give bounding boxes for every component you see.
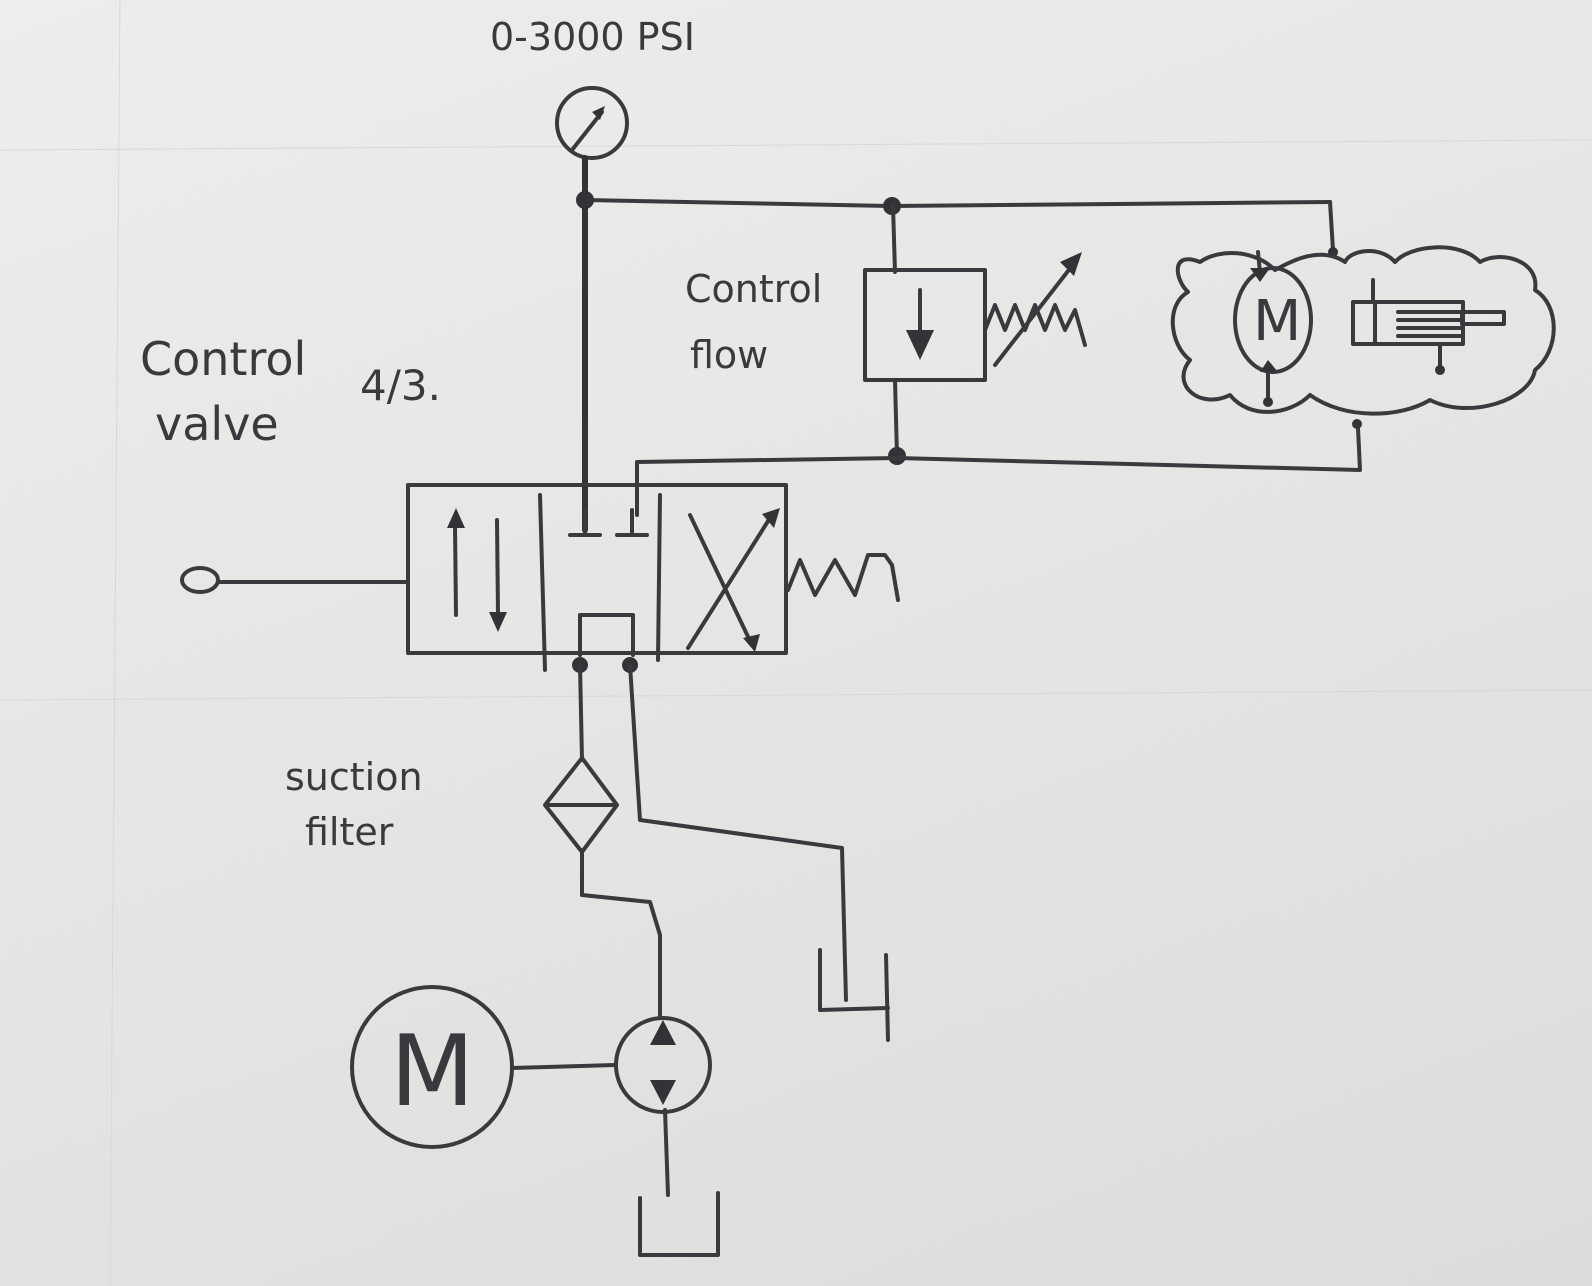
suction-filter — [543, 756, 619, 854]
valve-bottom-lines — [572, 657, 848, 1017]
hydraulic-motor-letter: M — [1253, 289, 1301, 354]
hydraulic-motor: M — [1233, 250, 1313, 407]
drain-tank — [818, 948, 890, 1042]
return-line — [635, 419, 1362, 517]
control-valve-label-line1: Control — [140, 332, 306, 386]
control-valve-label-line2: valve — [155, 397, 279, 451]
gauge-range-label: 0-3000 PSI — [490, 15, 695, 59]
flow-control-valve — [863, 204, 1087, 465]
control-flow-label-line2: flow — [690, 333, 768, 377]
directional-control-valve — [180, 483, 900, 672]
hydraulic-cylinder — [1351, 278, 1506, 375]
pressure-line — [576, 155, 1338, 533]
suction-filter-label-line1: suction — [285, 755, 423, 799]
valve-type-label: 4/3. — [360, 361, 441, 410]
suction-filter-label-line2: filter — [305, 810, 394, 854]
electric-motor: M — [350, 985, 617, 1149]
electric-motor-letter: M — [390, 1015, 475, 1129]
supply-tank — [638, 1191, 720, 1257]
hydraulic-pump — [614, 1016, 712, 1197]
actuator-group: M — [1170, 245, 1556, 416]
control-flow-label-line1: Control — [685, 267, 822, 311]
pressure-gauge — [555, 86, 629, 160]
